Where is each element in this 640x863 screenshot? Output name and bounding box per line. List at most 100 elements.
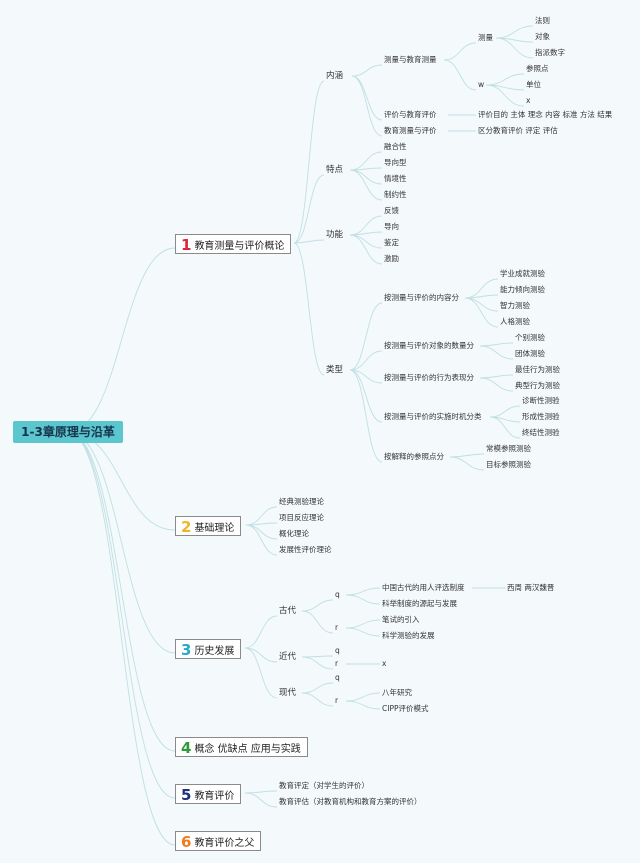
node-tedian[interactable]: 特点 <box>326 165 344 175</box>
node-jindai[interactable]: 近代 <box>279 652 297 662</box>
node-banian[interactable]: 八年研究 <box>382 688 412 697</box>
connector <box>345 692 381 702</box>
node-celiang-jiaoyu[interactable]: 测量与教育测量 <box>384 55 437 64</box>
node-gongneng-1[interactable]: 导向 <box>384 222 399 231</box>
node-duixiang[interactable]: 对象 <box>535 32 550 41</box>
connector <box>301 692 334 707</box>
node-b2-3[interactable]: 发展性评价理论 <box>279 545 332 554</box>
node-lx4[interactable]: 按测量与评价的实施时机分类 <box>384 412 482 421</box>
branch-3-label: 历史发展 <box>194 646 235 657</box>
node-cankaodian[interactable]: 参照点 <box>526 64 549 73</box>
node-lx2-0[interactable]: 个别测验 <box>515 333 545 342</box>
node-leixing[interactable]: 类型 <box>326 365 344 375</box>
node-tedian-3[interactable]: 制约性 <box>384 190 407 199</box>
node-b2-1[interactable]: 项目反应理论 <box>279 513 324 522</box>
node-keju[interactable]: 科举制度的源起与发展 <box>382 599 457 608</box>
connector <box>345 627 381 637</box>
node-gongneng-3[interactable]: 激励 <box>384 254 399 263</box>
node-qufen[interactable]: 区分教育评价 评定 评估 <box>478 126 558 135</box>
node-jindai-r[interactable]: r <box>335 659 339 668</box>
connector <box>349 231 383 236</box>
connector <box>485 84 525 107</box>
node-b2-2[interactable]: 概化理论 <box>279 529 309 538</box>
node-tedian-0[interactable]: 融合性 <box>384 142 407 151</box>
node-lx4-2[interactable]: 终结性测验 <box>522 428 560 437</box>
node-x[interactable]: x <box>526 96 531 105</box>
root-node[interactable]: 1-3章原理与沿革 <box>13 421 123 443</box>
branch-2-label: 基础理论 <box>194 523 235 534</box>
node-lx3-0[interactable]: 最佳行为测验 <box>515 365 560 374</box>
branch-5-number: 5 <box>181 786 192 804</box>
node-bishi[interactable]: 笔试的引入 <box>382 615 420 624</box>
node-lx5[interactable]: 按解释的参照点分 <box>384 452 444 461</box>
connector <box>349 369 383 423</box>
node-jindai-q[interactable]: q <box>335 646 340 655</box>
connector <box>495 37 534 59</box>
node-xiandai[interactable]: 现代 <box>279 688 297 698</box>
node-gudai-q[interactable]: q <box>335 590 340 599</box>
node-b2-0[interactable]: 经典测验理论 <box>279 497 324 506</box>
node-kexue[interactable]: 科学测验的发展 <box>382 631 435 640</box>
node-gongneng-0[interactable]: 反馈 <box>384 206 399 215</box>
node-gudai[interactable]: 古代 <box>279 606 297 616</box>
node-tedian-1[interactable]: 导向型 <box>384 158 407 167</box>
node-b5-0[interactable]: 教育评定（对学生的评价） <box>279 781 369 790</box>
node-danwei[interactable]: 单位 <box>526 80 541 89</box>
node-gudai-q-text[interactable]: 中国古代的用人评选制度 <box>382 583 465 592</box>
node-lx1-1[interactable]: 能力倾向测验 <box>500 285 545 294</box>
node-lx2-1[interactable]: 团体测验 <box>515 349 545 358</box>
connector <box>349 369 383 384</box>
node-xizhou[interactable]: 西周 两汉魏晋 <box>507 583 555 592</box>
connector <box>495 25 534 39</box>
node-lx3[interactable]: 按测量与评价的行为表现分 <box>384 373 474 382</box>
connector <box>301 610 334 634</box>
connector <box>293 174 325 244</box>
node-lx5-0[interactable]: 常模参照测验 <box>486 444 531 453</box>
node-celiang[interactable]: 测量 <box>478 33 493 42</box>
connector <box>345 594 381 605</box>
node-gudai-r[interactable]: r <box>335 623 339 632</box>
node-lx1-0[interactable]: 学业成就测验 <box>500 269 545 278</box>
branch-6-number: 6 <box>181 833 192 851</box>
connector <box>244 790 278 794</box>
node-jindai-x[interactable]: x <box>382 659 387 668</box>
connector <box>301 682 334 694</box>
node-lx1-2[interactable]: 智力测验 <box>500 301 530 310</box>
node-cljy-pj[interactable]: 教育测量与评价 <box>384 126 437 135</box>
node-xiandai-q[interactable]: q <box>335 673 340 682</box>
connector <box>349 302 383 371</box>
node-lx3-1[interactable]: 典型行为测验 <box>515 381 560 390</box>
connector <box>464 297 499 328</box>
node-gongneng-2[interactable]: 鉴定 <box>384 238 399 247</box>
connector <box>489 416 521 439</box>
node-lx4-0[interactable]: 诊断性测验 <box>522 396 560 405</box>
node-lx2[interactable]: 按测量与评价对象的数量分 <box>384 341 474 350</box>
connector <box>293 242 325 376</box>
node-lx4-1[interactable]: 形成性测验 <box>522 412 560 421</box>
node-tedian-2[interactable]: 情境性 <box>384 174 407 183</box>
node-pingjia-items[interactable]: 评价目的 主体 理念 内容 标准 方法 结果 <box>478 110 613 119</box>
node-lx1[interactable]: 按测量与评价的内容分 <box>384 293 459 302</box>
node-neihan[interactable]: 内涵 <box>326 71 344 81</box>
node-lx5-1[interactable]: 目标参照测验 <box>486 460 531 469</box>
node-b5-1[interactable]: 教育评估（对教育机构和教育方案的评价） <box>279 797 422 806</box>
node-fazhe[interactable]: 法则 <box>535 16 550 25</box>
branch-1-label: 教育测量与评价概论 <box>194 241 285 252</box>
node-gongneng[interactable]: 功能 <box>326 230 344 240</box>
branch-4-label: 概念 优缺点 应用与实践 <box>194 744 301 755</box>
branch-1-number: 1 <box>181 236 192 254</box>
node-lx1-3[interactable]: 人格测验 <box>500 317 530 326</box>
branch-3-number: 3 <box>181 641 192 659</box>
node-cipp[interactable]: CIPP评价模式 <box>382 704 429 713</box>
node-xiandai-r[interactable]: r <box>335 696 339 705</box>
node-pingjia-jiaoyu[interactable]: 评价与教育评价 <box>384 110 437 119</box>
node-zhipai[interactable]: 指派数字 <box>535 48 565 57</box>
node-w[interactable]: w <box>478 80 485 89</box>
connector <box>301 599 334 612</box>
